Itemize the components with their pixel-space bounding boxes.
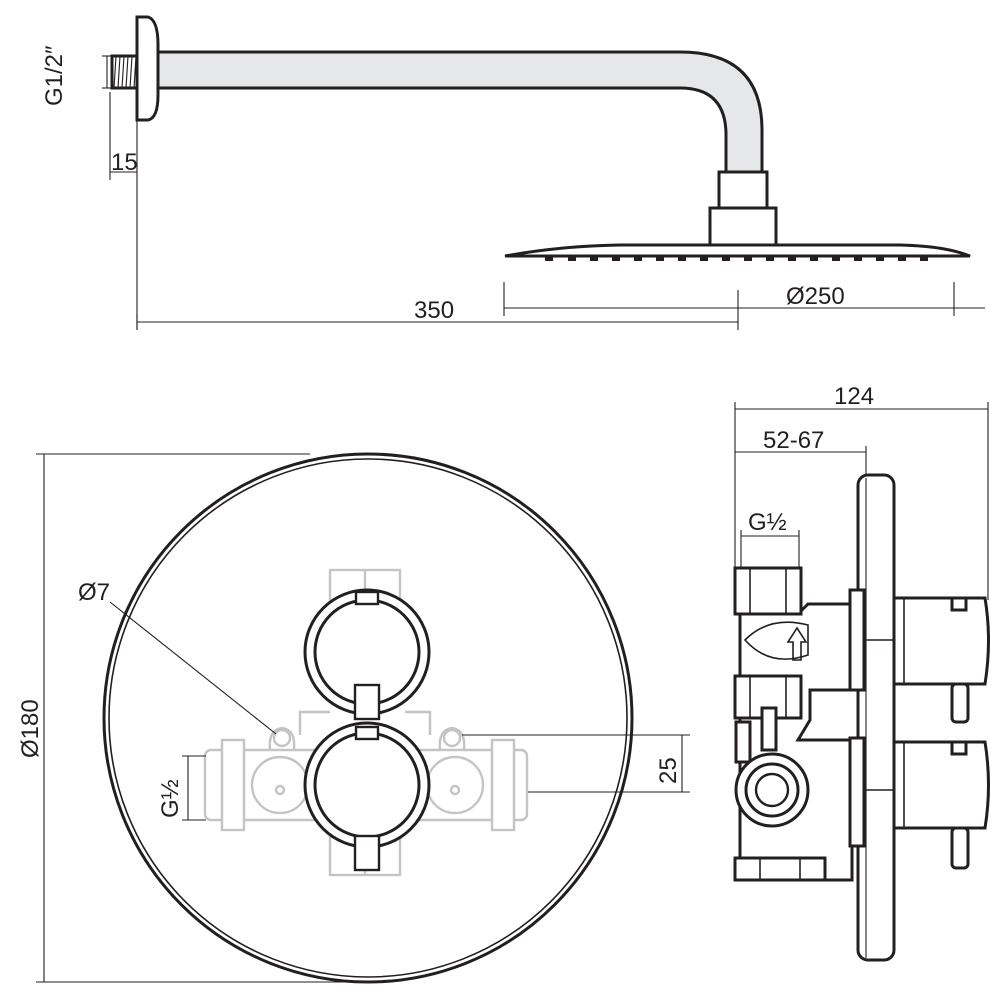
mixer-side-view: 124 52-67 G½ — [733, 383, 990, 962]
cover-plate-inner — [108, 458, 628, 978]
plate-diameter-label: Ø180 — [17, 699, 44, 758]
lower-bonnet — [848, 736, 866, 848]
flow-knob-side — [892, 740, 990, 870]
flow-arrow-glyph — [786, 626, 808, 661]
arm-nut — [717, 170, 769, 210]
pin-diameter-label: Ø7 — [78, 579, 110, 606]
valve-base — [733, 856, 827, 882]
inlet-thread-dimension — [182, 755, 206, 821]
head-diameter-dimension — [503, 282, 985, 316]
temperature-knob — [303, 588, 431, 721]
cartridge-lever — [760, 706, 778, 752]
total-depth-dimension — [734, 402, 989, 600]
temperature-knob-side — [892, 596, 990, 724]
thread-dimension — [102, 55, 112, 89]
upper-bonnet — [848, 588, 866, 692]
valve-body-side — [738, 602, 854, 882]
pin-leader-line — [109, 601, 277, 735]
shower-nozzles — [545, 257, 928, 261]
offset-label: 25 — [655, 757, 682, 784]
arm-length-dimension — [136, 290, 739, 330]
head-connector — [708, 206, 778, 248]
outlet-nut — [733, 566, 803, 616]
outlet-thread-dimension — [740, 530, 800, 568]
adjust-range-dimension — [735, 446, 867, 476]
flange-depth-label: 15 — [111, 149, 138, 176]
total-depth-label: 124 — [834, 383, 874, 410]
middle-nut — [733, 674, 803, 720]
offset-dimension — [462, 734, 690, 793]
outlet-thread-label: G½ — [748, 509, 787, 536]
arm-length-label: 350 — [414, 297, 454, 324]
fixing-pin-left — [272, 728, 292, 748]
wall-flange — [135, 15, 160, 122]
plate-diameter-dimension — [36, 453, 368, 983]
flow-arrow — [743, 621, 809, 660]
shower-head-side-view: G1/2″ 15 350 Ø250 — [41, 15, 985, 330]
shower-arm — [156, 50, 764, 177]
fixing-pin-right — [442, 728, 462, 748]
adjust-range-label: 52-67 — [763, 427, 824, 454]
flange-depth-dimension — [109, 92, 138, 330]
side-cover-plate — [856, 473, 896, 962]
inlet-thread-label: G½ — [157, 779, 184, 818]
flow-knob — [303, 721, 431, 872]
head-diameter-label: Ø250 — [786, 283, 845, 310]
thread-label: G1/2″ — [41, 45, 68, 106]
shower-head-disc — [504, 243, 971, 258]
mixer-front-view: Ø180 Ø7 G½ 25 — [17, 452, 690, 984]
thread-hatching — [113, 55, 137, 89]
inlet-port — [734, 752, 810, 828]
